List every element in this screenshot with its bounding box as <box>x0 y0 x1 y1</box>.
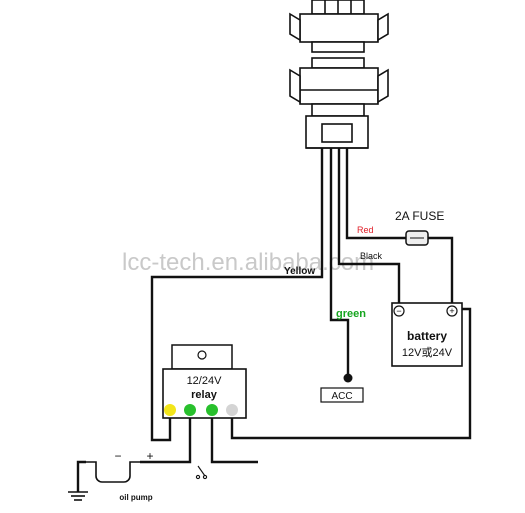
relay-pin-yellow <box>164 404 176 416</box>
battery-to-relay-wire <box>230 307 472 440</box>
relay-mount-hole <box>197 350 207 360</box>
yellow-wire <box>150 148 324 442</box>
pump-ground-wire <box>76 460 86 492</box>
relay-to-switch-wire <box>210 418 258 464</box>
relay-pin-grey <box>226 404 238 416</box>
red-wire <box>345 148 408 240</box>
pump-label: oil pump <box>119 493 152 502</box>
relay-to-pump-wire <box>140 418 192 464</box>
ground-icon <box>68 491 88 501</box>
black-wire-label: Black <box>360 251 383 261</box>
fuse-to-battery-wire <box>426 236 454 303</box>
black-wire <box>337 148 401 303</box>
relay-body <box>162 368 247 419</box>
relay-pin-green-1 <box>184 404 196 416</box>
connector-icon <box>289 0 389 149</box>
watermark: lcc-tech.en.alibaba.com <box>122 249 374 276</box>
relay <box>162 344 247 419</box>
battery-plus-terminal <box>446 305 458 317</box>
acc-terminal <box>343 373 353 383</box>
yellow-wire-label: Yellow <box>284 266 315 277</box>
battery <box>391 302 463 367</box>
battery-title: battery <box>407 329 447 343</box>
pump-minus-sign: − <box>114 449 121 463</box>
red-wire-label: Red <box>357 225 374 235</box>
battery-minus-terminal <box>393 305 405 317</box>
relay-voltage: 12/24V <box>187 375 223 387</box>
fuse-icon <box>405 230 429 246</box>
switch-icon <box>195 465 208 480</box>
battery-voltage: 12V或24V <box>402 346 453 359</box>
battery-minus-sign: − <box>396 306 401 316</box>
wire-harness <box>76 148 472 492</box>
acc-box <box>320 387 364 403</box>
relay-title: relay <box>191 389 218 401</box>
pump-plus-sign: + <box>146 449 153 463</box>
green-wire <box>329 148 350 378</box>
acc-label: ACC <box>331 391 352 402</box>
battery-plus-sign: + <box>449 306 454 316</box>
fuse-label: 2A FUSE <box>395 209 444 223</box>
oil-pump <box>86 461 140 483</box>
relay-pin-green-2 <box>206 404 218 416</box>
green-wire-label: green <box>336 308 366 320</box>
